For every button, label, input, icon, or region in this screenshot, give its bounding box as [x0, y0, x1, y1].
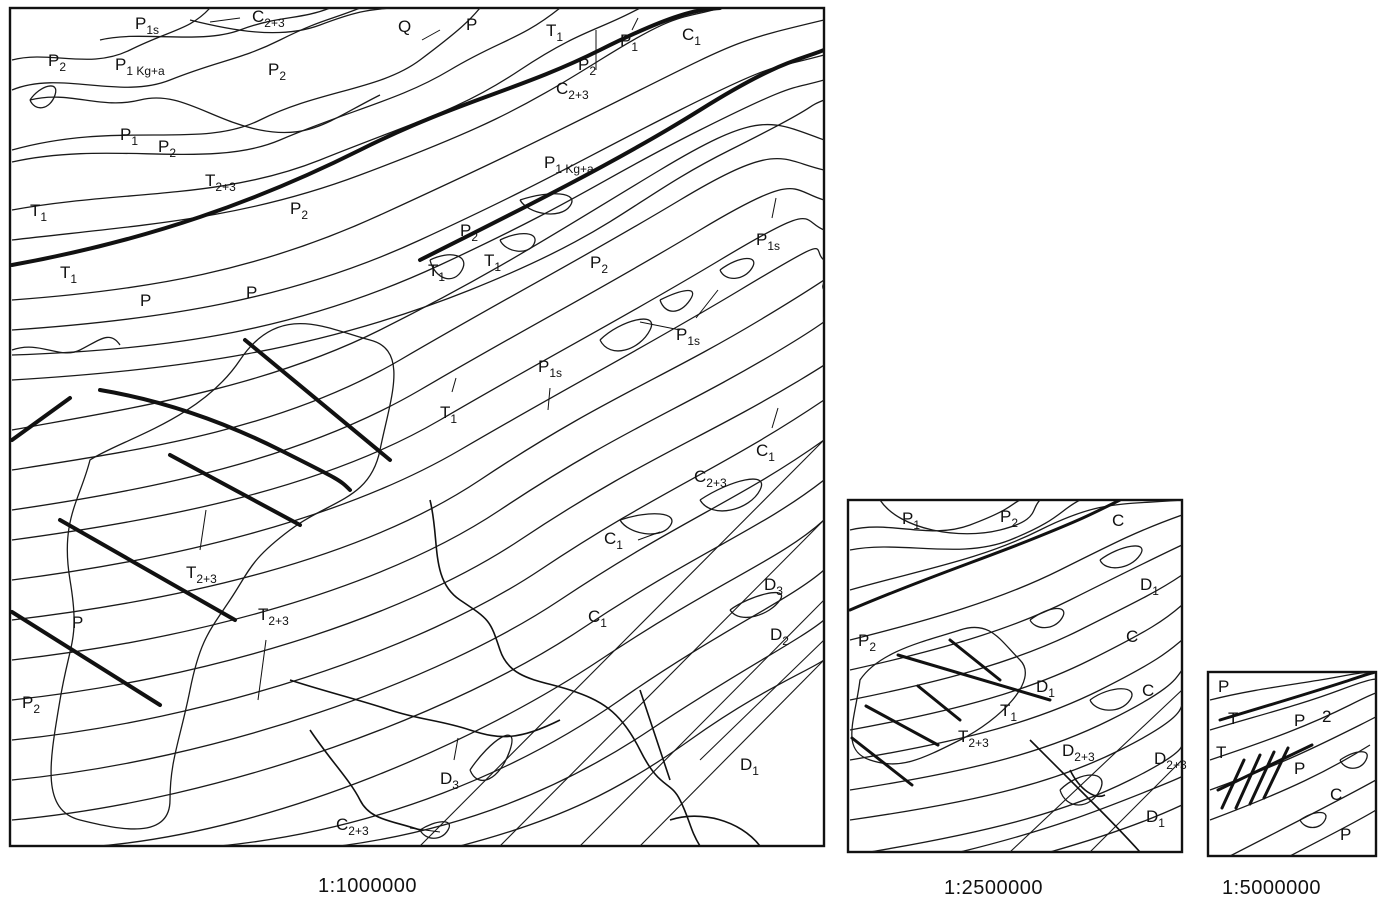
map-labels-1: P1s C2+3 Q P T1 P1 C1 P2 P1 Kg+a P2 P2 C… [22, 7, 789, 838]
contact-lines-2 [848, 500, 1182, 852]
label2-d23-a: D2+3 [1062, 741, 1095, 764]
label-p1s: P1s [135, 14, 159, 37]
map-labels-2: P1 P2 C D1 C P2 C D1 T1 T2+3 D2+3 D2+3 D… [858, 507, 1187, 830]
label2-d23-b: D2+3 [1154, 749, 1187, 772]
label-p1s-c: P1s [676, 325, 700, 348]
label2-d1-b: D1 [1036, 677, 1055, 700]
label-t1-c: T1 [428, 261, 445, 284]
label2-c-a: C [1112, 511, 1124, 530]
label-p-b: P [246, 283, 257, 302]
label-d1-a: D1 [740, 755, 759, 778]
label-p2-d: P2 [290, 199, 308, 222]
label-p1kga-left: P1 Kg+a [115, 55, 165, 78]
scale-label-3: 1:5000000 [1222, 877, 1321, 899]
label-c23-d: C2+3 [336, 815, 369, 838]
label-t23-c: T2+3 [258, 605, 289, 628]
label-d3-b: D3 [440, 769, 459, 792]
label-t1-e: T1 [440, 403, 457, 426]
label-p-a: P [140, 291, 151, 310]
label3-2: 2 [1322, 707, 1331, 726]
label-t1-b: T1 [60, 263, 77, 286]
map-labels-3: P T P 2 T P C P [1216, 677, 1351, 844]
label-t1-a: T1 [30, 201, 47, 224]
label3-p-b: P [1294, 711, 1305, 730]
label-t23-b: T2+3 [186, 563, 217, 586]
label3-p-c: P [1294, 759, 1305, 778]
label3-p-d: P [1340, 825, 1351, 844]
label-p2-g: P2 [22, 693, 40, 716]
scale-label-1: 1:1000000 [318, 875, 417, 897]
label-p1s-d: P1s [538, 357, 562, 380]
label2-c-c: C [1142, 681, 1154, 700]
label2-t23: T2+3 [958, 727, 989, 750]
map-2500000: P1 P2 C D1 C P2 C D1 T1 T2+3 D2+3 D2+3 D… [846, 498, 1187, 899]
label-d2-a: D2 [770, 625, 789, 648]
label2-t1: T1 [1000, 701, 1017, 724]
label-p2-e: P2 [460, 221, 478, 244]
label-c23-c: C2+3 [694, 467, 727, 490]
label2-d1-c: D1 [1146, 807, 1165, 830]
label-c23-b: C2+3 [556, 79, 589, 102]
label-c1-top: C1 [682, 25, 701, 48]
label-p2-b: P2 [578, 55, 596, 78]
label-t1-d: T1 [484, 251, 501, 274]
map-1000000: P1s C2+3 Q P T1 P1 C1 P2 P1 Kg+a P2 P2 C… [8, 6, 826, 897]
label-t23-a: T2+3 [205, 171, 236, 194]
label-p2-a: P2 [268, 60, 286, 83]
map-frame-2 [846, 498, 1184, 854]
label-c1-c: C1 [604, 529, 623, 552]
label2-p2-b: P2 [858, 631, 876, 654]
label-p2-c: P2 [158, 137, 176, 160]
label2-p2-a: P2 [1000, 507, 1018, 530]
label-c1-b: C1 [756, 441, 775, 464]
label-d3-a: D3 [764, 575, 783, 598]
label-p1kga-b: P1 Kg+a [544, 153, 594, 176]
label2-p1: P1 [902, 509, 920, 532]
label-c23-top: C2+3 [252, 7, 285, 30]
scale-label-2: 1:2500000 [944, 877, 1043, 899]
map-frame-1 [8, 6, 826, 848]
label3-t-b: T [1216, 743, 1226, 762]
contact-lines-3 [1209, 672, 1376, 856]
label2-d1-a: D1 [1140, 575, 1159, 598]
label-p1s-b: P1s [756, 230, 780, 253]
label-p2-f: P2 [590, 253, 608, 276]
label-t1-top: T1 [546, 21, 563, 44]
label-p1-a: P1 [120, 125, 138, 148]
label-p-c: P [72, 613, 83, 632]
label-c1-d: C1 [588, 607, 607, 630]
label-p-top: P [466, 15, 477, 34]
label-p1-top: P1 [620, 31, 638, 54]
label3-p-a: P [1218, 677, 1229, 696]
contact-lines-1 [10, 8, 824, 846]
label-p2-left: P2 [48, 51, 66, 74]
map-5000000: P T P 2 T P C P 1:5000000 [1206, 670, 1378, 899]
label3-c: C [1330, 785, 1342, 804]
label-q: Q [398, 17, 411, 36]
label3-t-a: T [1228, 709, 1238, 728]
label2-c-b: C [1126, 627, 1138, 646]
